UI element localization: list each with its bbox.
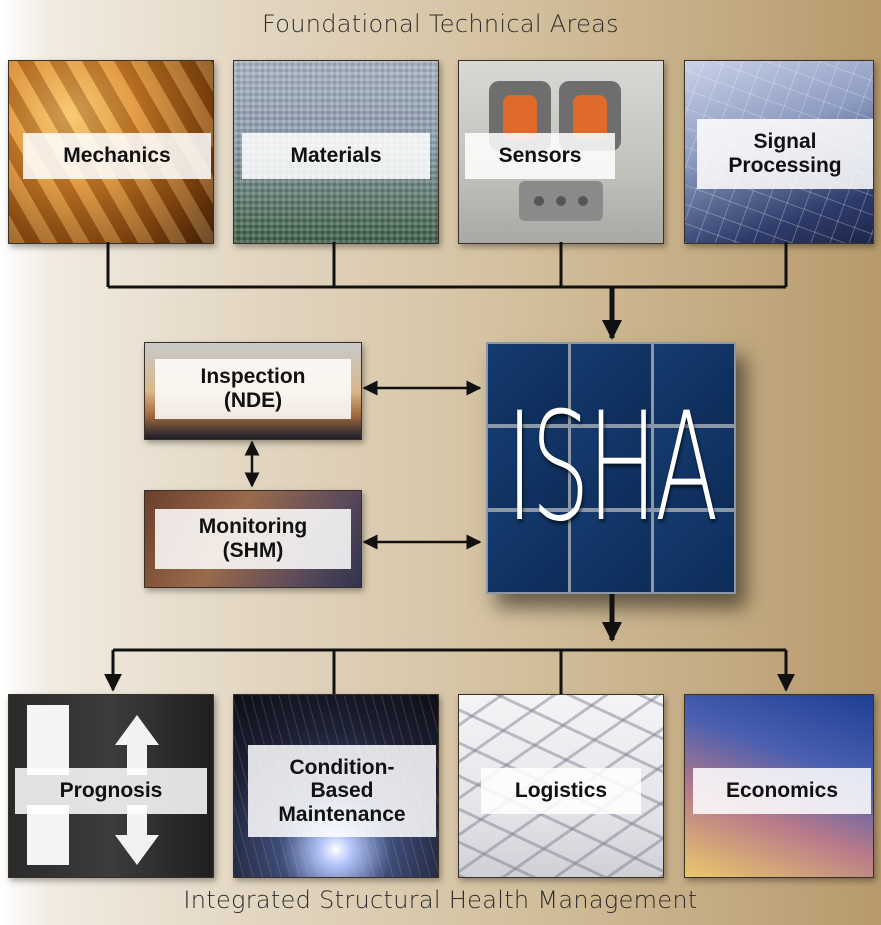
- mechanics-tile: Mechanics: [8, 60, 214, 244]
- inspection-label: Inspection (NDE): [155, 359, 351, 419]
- condition-based-maintenance-label: Condition- Based Maintenance: [248, 745, 436, 837]
- inspection-tile: Inspection (NDE): [144, 342, 362, 440]
- economics-label: Economics: [693, 768, 871, 814]
- signal-processing-label: Signal Processing: [697, 119, 873, 189]
- signal-processing-tile: Signal Processing: [684, 60, 874, 244]
- bottom-connector: [113, 648, 786, 694]
- logistics-label: Logistics: [481, 768, 641, 814]
- mechanics-label: Mechanics: [23, 133, 211, 179]
- isha-label: ISHA: [505, 381, 719, 555]
- monitoring-label: Monitoring (SHM): [155, 509, 351, 569]
- sensors-tile: Sensors: [458, 60, 664, 244]
- materials-label: Materials: [242, 133, 430, 179]
- prognosis-tile: Prognosis: [8, 694, 214, 878]
- economics-tile: Economics: [684, 694, 874, 878]
- sensors-label: Sensors: [465, 133, 615, 179]
- monitoring-tile: Monitoring (SHM): [144, 490, 362, 588]
- condition-based-maintenance-tile: Condition- Based Maintenance: [233, 694, 439, 878]
- top-title: Foundational Technical Areas: [262, 10, 619, 38]
- isha-cell: [486, 510, 570, 594]
- logistics-tile: Logistics: [458, 694, 664, 878]
- isha-cell: [652, 510, 736, 594]
- materials-tile: Materials: [233, 60, 439, 244]
- top-connector: [106, 242, 788, 289]
- up-down-arrows: [27, 705, 159, 865]
- isha-cell: [652, 342, 736, 426]
- prognosis-label: Prognosis: [15, 768, 207, 814]
- isha-cell: [652, 426, 736, 510]
- isha-cell: [569, 342, 653, 426]
- bottom-title: Integrated Structural Health Management: [183, 886, 698, 914]
- isha-center-block: ISHA: [486, 342, 736, 594]
- isha-cell: [486, 426, 570, 510]
